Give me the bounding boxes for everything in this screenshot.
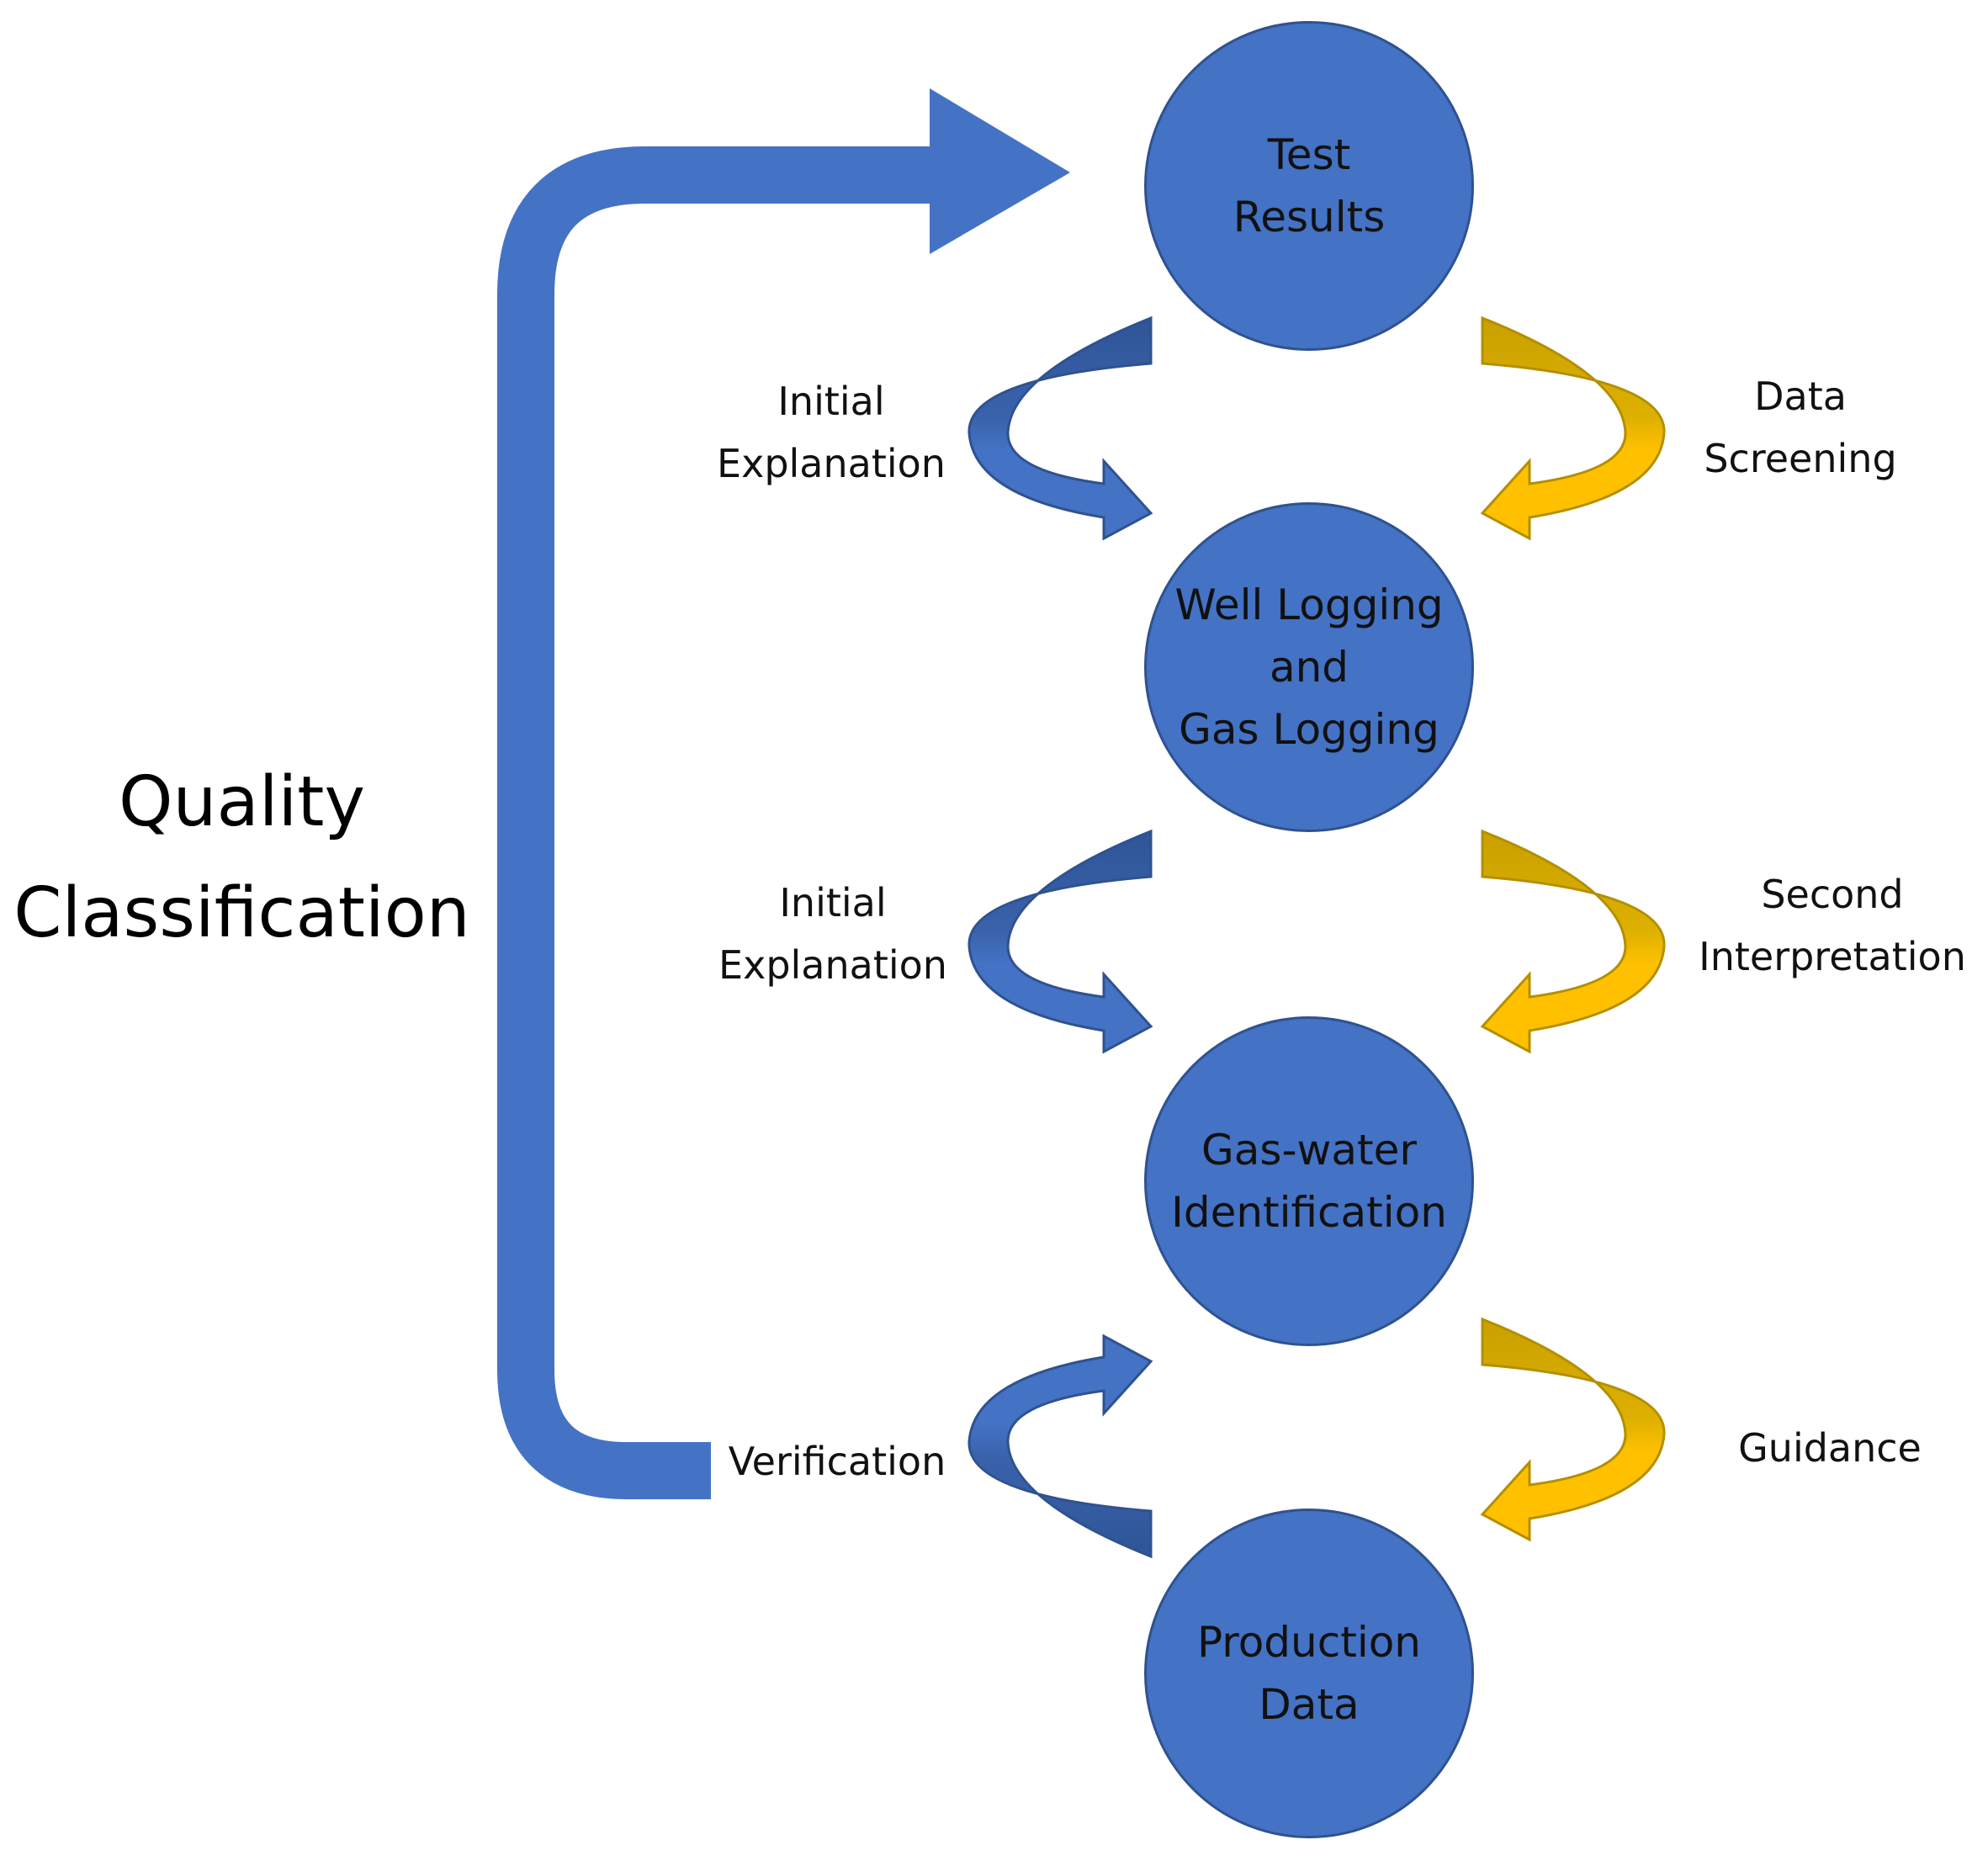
label-line: Initial xyxy=(777,379,885,424)
left-curved-arrow-1 xyxy=(967,316,1153,541)
label-line: Interpretation xyxy=(1699,934,1966,979)
side-label-line-1: Quality xyxy=(118,762,365,842)
right-label-2: Second Interpretation xyxy=(1689,863,1975,988)
node-line: Identification xyxy=(1171,1188,1447,1237)
node-line: Gas-water xyxy=(1201,1126,1417,1175)
side-label-line-2: Classification xyxy=(13,873,470,953)
left-label-1: Initial Explanation xyxy=(705,370,957,495)
label-line: Explanation xyxy=(718,942,947,988)
node-line: Data xyxy=(1259,1680,1360,1729)
label-line: Explanation xyxy=(717,441,946,486)
right-label-1: Data Screening xyxy=(1683,365,1918,490)
label-line: Initial xyxy=(779,880,887,925)
node-line: and xyxy=(1269,643,1349,692)
left-label-3: Verification xyxy=(715,1430,959,1493)
node-line: Test xyxy=(1267,130,1351,179)
label-line: Guidance xyxy=(1738,1425,1922,1471)
node-gas-water-identification: Gas-water Identification xyxy=(1144,1016,1474,1346)
left-label-2: Initial Explanation xyxy=(707,872,959,996)
label-line: Data xyxy=(1754,374,1847,419)
node-line: Well Logging xyxy=(1174,581,1444,629)
right-curved-arrow-1 xyxy=(1480,316,1666,541)
feedback-arrow xyxy=(497,146,930,1499)
node-test-results: Test Results xyxy=(1144,21,1474,351)
quality-classification-label: Quality Classification xyxy=(13,747,471,969)
left-curved-arrow-3 xyxy=(967,1334,1153,1559)
left-curved-arrow-2 xyxy=(967,829,1153,1054)
label-line: Verification xyxy=(728,1439,946,1484)
node-well-logging: Well Logging and Gas Logging xyxy=(1144,502,1474,832)
right-curved-arrow-2 xyxy=(1480,829,1666,1054)
feedback-arrowhead xyxy=(930,88,1070,254)
node-line: Results xyxy=(1233,193,1386,241)
right-curved-arrow-3 xyxy=(1480,1317,1666,1542)
right-label-3: Guidance xyxy=(1716,1417,1943,1479)
node-line: Production xyxy=(1196,1618,1421,1667)
label-line: Screening xyxy=(1704,436,1897,481)
node-production-data: Production Data xyxy=(1144,1509,1474,1838)
label-line: Second xyxy=(1761,872,1904,917)
node-line: Gas Logging xyxy=(1179,705,1439,754)
